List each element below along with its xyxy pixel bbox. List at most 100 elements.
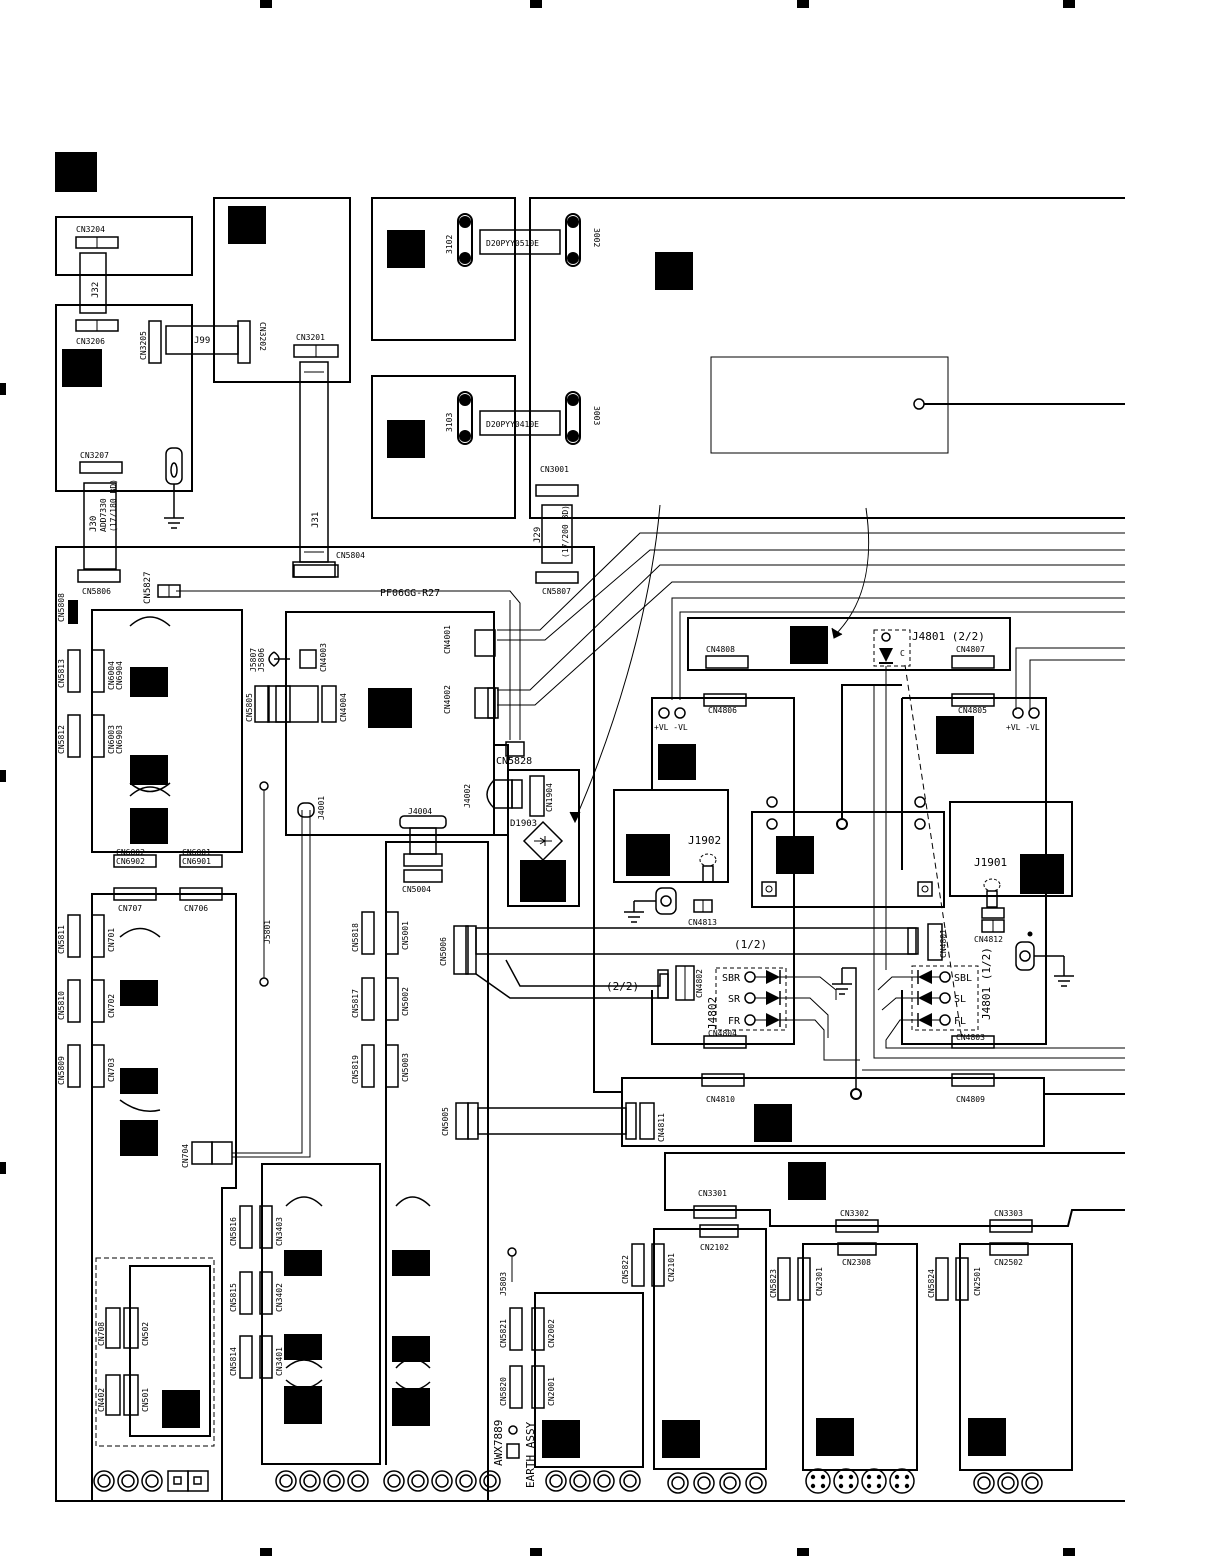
display-window: [710, 356, 949, 454]
label-cn2502: CN2502: [994, 1258, 1023, 1267]
jack-row-left: [93, 1470, 209, 1492]
label-cn3206: CN3206: [76, 337, 105, 346]
label-cn402: CN402: [97, 1388, 106, 1412]
board-cn2002: [534, 1292, 644, 1468]
label-d20pyy0510e: D20PYY0510E: [486, 239, 539, 248]
label-j29-bd: (17/200 BD): [561, 505, 570, 558]
label-j32: J32: [91, 282, 101, 298]
label-cn5817: CN5817: [351, 989, 360, 1018]
label-cn5809: CN5809: [57, 1056, 66, 1085]
board-cn3301: [664, 1152, 1125, 1227]
label-ribbon-1-2: (1/2): [734, 938, 767, 951]
label-cn5005: CN5005: [441, 1107, 450, 1136]
board-cn3204: [55, 216, 193, 276]
label-3003: 3003: [592, 406, 601, 425]
label-j5806: J5806: [257, 648, 266, 672]
board-left-top: [55, 304, 193, 492]
label-j30: J30: [89, 516, 99, 532]
label-j5803: J5803: [499, 1272, 508, 1296]
label-cn2102: CN2102: [700, 1243, 729, 1252]
label-3002: 3002: [592, 228, 601, 247]
label-cn2101: CN2101: [667, 1253, 676, 1282]
label-cn3301: CN3301: [698, 1189, 727, 1198]
ribbon-cable-cn5005: [477, 1107, 627, 1135]
board-cn4805: [901, 697, 1047, 1045]
label-cn5004: CN5004: [402, 885, 431, 894]
label-cn708: CN708: [97, 1322, 106, 1346]
label-cn703: CN703: [107, 1058, 116, 1082]
board-cn502-dashed: [95, 1257, 215, 1447]
bridge-rectifier-d1903: [522, 820, 564, 862]
label-cn6001: CN6001: [182, 848, 211, 857]
board-cn502: [129, 1265, 211, 1437]
board-d1903: [507, 769, 580, 907]
label-3102: 3102: [445, 235, 454, 254]
label-cn4804: CN4804: [708, 1029, 737, 1038]
label-cn5821: CN5821: [499, 1319, 508, 1348]
board-cn4808: [687, 617, 1011, 671]
board-j1901: [949, 801, 1073, 897]
label-cn2501: CN2501: [973, 1267, 982, 1296]
label-cn4810: CN4810: [706, 1095, 735, 1104]
board-cn4810: [621, 1077, 1045, 1147]
label-cn5820: CN5820: [499, 1377, 508, 1406]
label-cn704: CN704: [181, 1144, 190, 1168]
label-cn5003: CN5003: [401, 1053, 410, 1082]
label-cn502: CN502: [141, 1322, 150, 1346]
label-cn6003: CN6003: [107, 725, 116, 754]
ribbon-cable-1-2: [475, 927, 917, 955]
label-cn2001: CN2001: [547, 1377, 556, 1406]
label-cn3207: CN3207: [80, 451, 109, 460]
label-c: C: [900, 649, 905, 658]
label-cn5805: CN5805: [245, 693, 254, 722]
label-cn5002: CN5002: [401, 987, 410, 1016]
label-ribbon-2-2: (2/2): [606, 980, 639, 993]
label-cn702: CN702: [107, 994, 116, 1018]
label-cn2308: CN2308: [842, 1258, 871, 1267]
label-d20pyy0410e: D20PYY0410E: [486, 420, 539, 429]
label-j4802: J4802: [706, 997, 719, 1030]
label-cn6002: CN6002: [116, 848, 145, 857]
label-sr: SR: [728, 994, 741, 1005]
label-cn4003: CN4003: [319, 643, 328, 672]
board-cn5001: [385, 841, 489, 1500]
ribbon-cable-2-2: [475, 959, 669, 999]
label-cn5827: CN5827: [143, 571, 153, 604]
label-cn707: CN707: [118, 904, 142, 913]
board-cn2101: [653, 1228, 767, 1470]
label-cn4808: CN4808: [706, 645, 735, 654]
label-cn3204: CN3204: [76, 225, 105, 234]
label-cn6903: CN6903: [115, 725, 124, 754]
label-d1903: D1903: [510, 819, 537, 829]
label-cn3202: CN3202: [258, 322, 267, 351]
label-cn5807: CN5807: [542, 587, 571, 596]
label-j1902: J1902: [688, 834, 721, 847]
label-fr: FR: [728, 1016, 741, 1027]
board-3103: [371, 375, 516, 519]
label-cn2002: CN2002: [547, 1319, 556, 1348]
label-earth-assy: EARTH ASSY: [524, 1421, 537, 1488]
label-sbr: SBR: [722, 973, 741, 984]
jack-row-right: [545, 1468, 1043, 1494]
label-cn501: CN501: [141, 1388, 150, 1412]
label-cn6902: CN6902: [116, 857, 145, 866]
label-cn4806: CN4806: [708, 706, 737, 715]
cable-j30: [83, 482, 117, 570]
label-cn5824: CN5824: [927, 1269, 936, 1298]
label-j4004: J4004: [408, 807, 432, 816]
label-cn5810: CN5810: [57, 991, 66, 1020]
cable-j32: [79, 252, 107, 314]
label-cn4812: CN4812: [974, 935, 1003, 944]
label-vl-right: +VL -VL: [1006, 723, 1040, 732]
label-cn5006: CN5006: [439, 937, 448, 966]
label-cn5001: CN5001: [401, 921, 410, 950]
label-j99: J99: [194, 336, 210, 346]
label-cn5823: CN5823: [769, 1269, 778, 1298]
label-sl: SL: [954, 994, 966, 1005]
jack-row-center: [275, 1470, 501, 1492]
label-j4002: J4002: [463, 784, 472, 808]
label-j5801: J5801: [263, 920, 272, 944]
part-d20pyy0410e: [479, 410, 561, 436]
board-top-right: [529, 197, 1125, 519]
label-j4001: J4001: [317, 796, 326, 820]
